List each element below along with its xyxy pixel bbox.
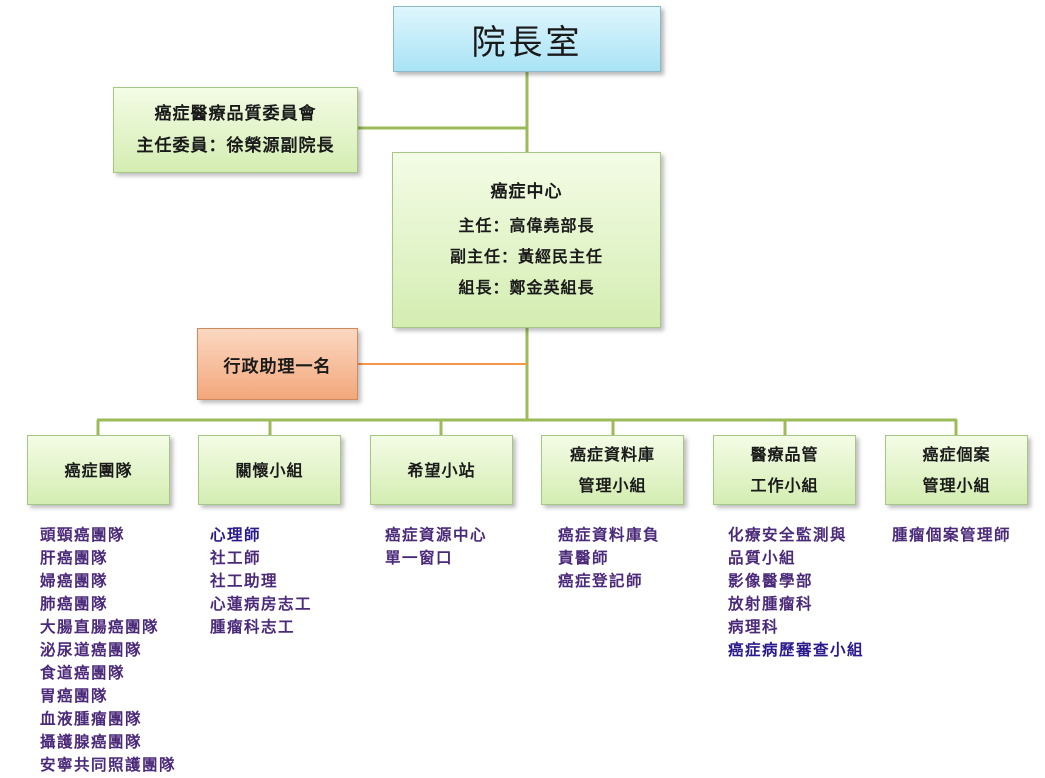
unit-box-case-management: 癌症個案 管理小組: [885, 435, 1028, 505]
unit-title-line: 癌症個案: [922, 445, 991, 464]
list-item: 癌症資源中心: [385, 525, 488, 544]
list-item: 婦癌團隊: [40, 571, 109, 590]
unit-box-medical-quality: 醫療品管 工作小組: [713, 435, 856, 505]
unit-title-line: 醫療品管: [750, 445, 819, 464]
unit-member-list-cancer-database: 癌症資料庫負 責醫師 癌症登記師: [558, 523, 660, 592]
cancer-center-box: 癌症中心 主任：高偉堯部長 副主任：黃經民主任 組長：鄭金英組長: [392, 152, 661, 328]
unit-member-list-care-team: 心理師 社工師 社工助理 心蓮病房志工 腫瘤科志工: [210, 523, 312, 638]
list-item: 心理師: [210, 525, 262, 544]
unit-title-line: 管理小組: [922, 476, 991, 495]
quality-committee-chair: 主任委員：徐榮源副院長: [136, 136, 335, 156]
unit-member-list-cancer-teams: 頭頸癌團隊 肝癌團隊 婦癌團隊 肺癌團隊 大腸直腸癌團隊 泌尿道癌團隊 食道癌團…: [40, 523, 176, 776]
cancer-center-title: 癌症中心: [490, 182, 563, 202]
president-office-title: 院長室: [471, 22, 583, 63]
unit-title-line: 關懷小組: [235, 460, 304, 480]
president-office-box: 院長室: [393, 6, 661, 72]
list-item: 放射腫瘤科: [728, 594, 814, 613]
list-item: 單一窗口: [385, 548, 454, 567]
list-item: 影像醫學部: [728, 571, 814, 590]
unit-title-line: 癌症資料庫: [569, 445, 655, 464]
admin-assistant-box: 行政助理一名: [197, 328, 358, 400]
list-item: 頭頸癌團隊: [40, 525, 126, 544]
list-item: 肺癌團隊: [40, 594, 109, 613]
unit-member-list-case-management: 腫瘤個案管理師: [892, 523, 1011, 546]
list-item: 攝護腺癌團隊: [40, 732, 143, 751]
unit-box-care-team: 關懷小組: [198, 435, 341, 505]
list-item: 社工師: [210, 548, 262, 567]
list-item: 癌症資料庫負: [558, 525, 661, 544]
list-item: 食道癌團隊: [40, 663, 126, 682]
list-item: 癌症病歷審查小組: [728, 640, 865, 659]
unit-title-line: 癌症團隊: [64, 460, 133, 480]
quality-committee-box: 癌症醫療品質委員會 主任委員：徐榮源副院長: [113, 87, 358, 173]
list-item: 大腸直腸癌團隊: [40, 617, 160, 636]
cancer-center-team-leader: 組長：鄭金英組長: [458, 278, 595, 297]
list-item: 癌症登記師: [558, 571, 644, 590]
unit-box-cancer-teams: 癌症團隊: [27, 435, 170, 505]
unit-title-line: 希望小站: [407, 460, 476, 480]
list-item: 血液腫瘤團隊: [40, 709, 143, 728]
list-item: 安寧共同照護團隊: [40, 755, 177, 774]
list-item: 腫瘤科志工: [210, 617, 296, 636]
unit-title-line: 管理小組: [578, 476, 647, 495]
list-item: 品質小組: [728, 548, 797, 567]
unit-title-line: 工作小組: [750, 476, 819, 495]
list-item: 腫瘤個案管理師: [892, 525, 1012, 544]
unit-member-list-medical-quality: 化療安全監測與 品質小組 影像醫學部 放射腫瘤科 病理科 癌症病歷審查小組: [728, 523, 864, 661]
list-item: 病理科: [728, 617, 780, 636]
list-item: 心蓮病房志工: [210, 594, 313, 613]
list-item: 責醫師: [558, 548, 610, 567]
unit-box-cancer-database: 癌症資料庫 管理小組: [541, 435, 684, 505]
list-item: 社工助理: [210, 571, 279, 590]
cancer-center-director: 主任：高偉堯部長: [458, 216, 595, 235]
cancer-center-deputy-director: 副主任：黃經民主任: [449, 247, 603, 266]
list-item: 泌尿道癌團隊: [40, 640, 143, 659]
list-item: 胃癌團隊: [40, 686, 109, 705]
list-item: 肝癌團隊: [40, 548, 109, 567]
list-item: 化療安全監測與: [728, 525, 848, 544]
admin-assistant-title: 行政助理一名: [223, 356, 332, 377]
quality-committee-title: 癌症醫療品質委員會: [154, 104, 317, 124]
unit-member-list-hope-station: 癌症資源中心 單一窗口: [385, 523, 487, 569]
unit-box-hope-station: 希望小站: [370, 435, 513, 505]
